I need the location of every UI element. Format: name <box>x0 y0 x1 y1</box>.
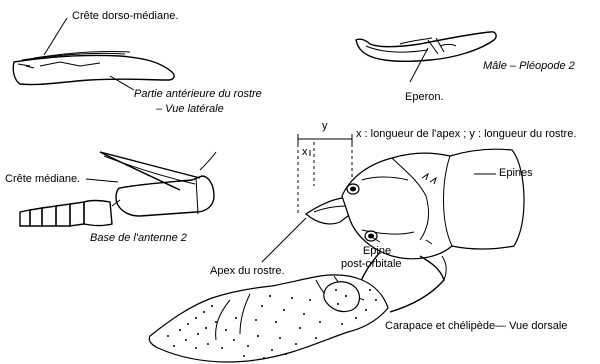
label-vue-laterale: – Vue latérale <box>156 103 224 116</box>
label-crete-dorso-mediane: Crête dorso-médiane. <box>72 10 178 23</box>
apex-leader <box>262 218 306 262</box>
label-base-antenne: Base de l'antenne 2 <box>90 232 187 245</box>
crete-mediane-leader <box>86 179 118 182</box>
label-y: y <box>322 120 328 133</box>
partie-leader <box>110 76 134 90</box>
pleopod-figure <box>356 32 496 61</box>
antenna-base-figure <box>20 152 216 226</box>
label-epines: Epines <box>499 167 533 180</box>
label-epine: Epine <box>352 245 402 258</box>
label-apex-rostre: Apex du rostre. <box>210 265 285 278</box>
eperon-leader <box>410 48 428 82</box>
label-male-pleopode: Mâle – Pléopode 2 <box>483 60 575 73</box>
crete-dorso-leader <box>44 18 67 55</box>
label-crete-mediane: Crête médiane. <box>5 173 80 186</box>
label-partie-anterieure: Partie antérieure du rostre <box>134 88 262 101</box>
cheliped-figure <box>149 275 388 362</box>
label-post-orbitale: post-orbitale <box>341 258 402 271</box>
label-x: x <box>302 146 308 159</box>
label-longueur: x : longueur de l'apex ; y : longueur du… <box>356 128 576 141</box>
rostrum-lateral-figure <box>13 51 174 84</box>
label-carapace-chelipede: Carapace et chélipède— Vue dorsale <box>385 320 567 333</box>
label-eperon: Eperon. <box>405 91 444 104</box>
